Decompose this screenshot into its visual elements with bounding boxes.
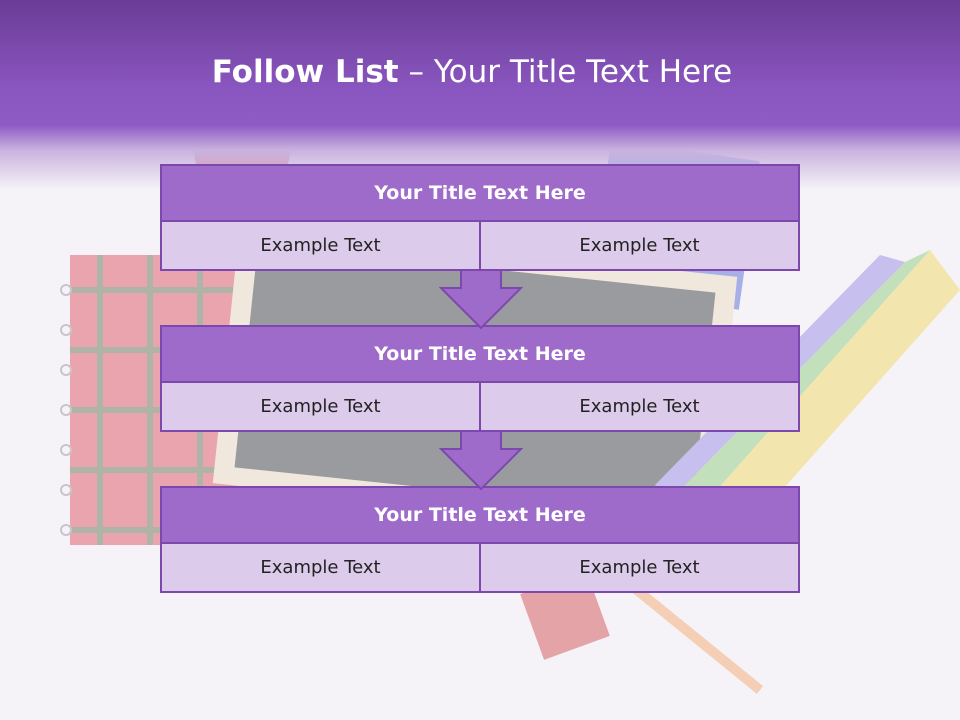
slide-title: Follow List – Your Title Text Here	[0, 54, 944, 90]
slide-title-bold: Follow List	[211, 54, 399, 90]
block-cell-left: Example Text	[162, 383, 479, 430]
block-row: Example Text Example Text	[162, 383, 798, 430]
down-arrow-icon	[439, 270, 523, 330]
block-title: Your Title Text Here	[162, 488, 798, 544]
block-title: Your Title Text Here	[162, 166, 798, 222]
block-cell-left: Example Text	[162, 222, 479, 269]
block-cell-left: Example Text	[162, 544, 479, 591]
block-cell-right: Example Text	[479, 544, 798, 591]
block-cell-right: Example Text	[479, 222, 798, 269]
flow-block-1: Your Title Text Here Example Text Exampl…	[160, 164, 800, 271]
block-row: Example Text Example Text	[162, 222, 798, 269]
header-band	[0, 0, 960, 190]
block-cell-right: Example Text	[479, 383, 798, 430]
flow-block-3: Your Title Text Here Example Text Exampl…	[160, 486, 800, 593]
down-arrow-icon	[439, 431, 523, 491]
slide-title-rest: – Your Title Text Here	[398, 54, 733, 90]
block-row: Example Text Example Text	[162, 544, 798, 591]
flow-block-2: Your Title Text Here Example Text Exampl…	[160, 325, 800, 432]
block-title: Your Title Text Here	[162, 327, 798, 383]
